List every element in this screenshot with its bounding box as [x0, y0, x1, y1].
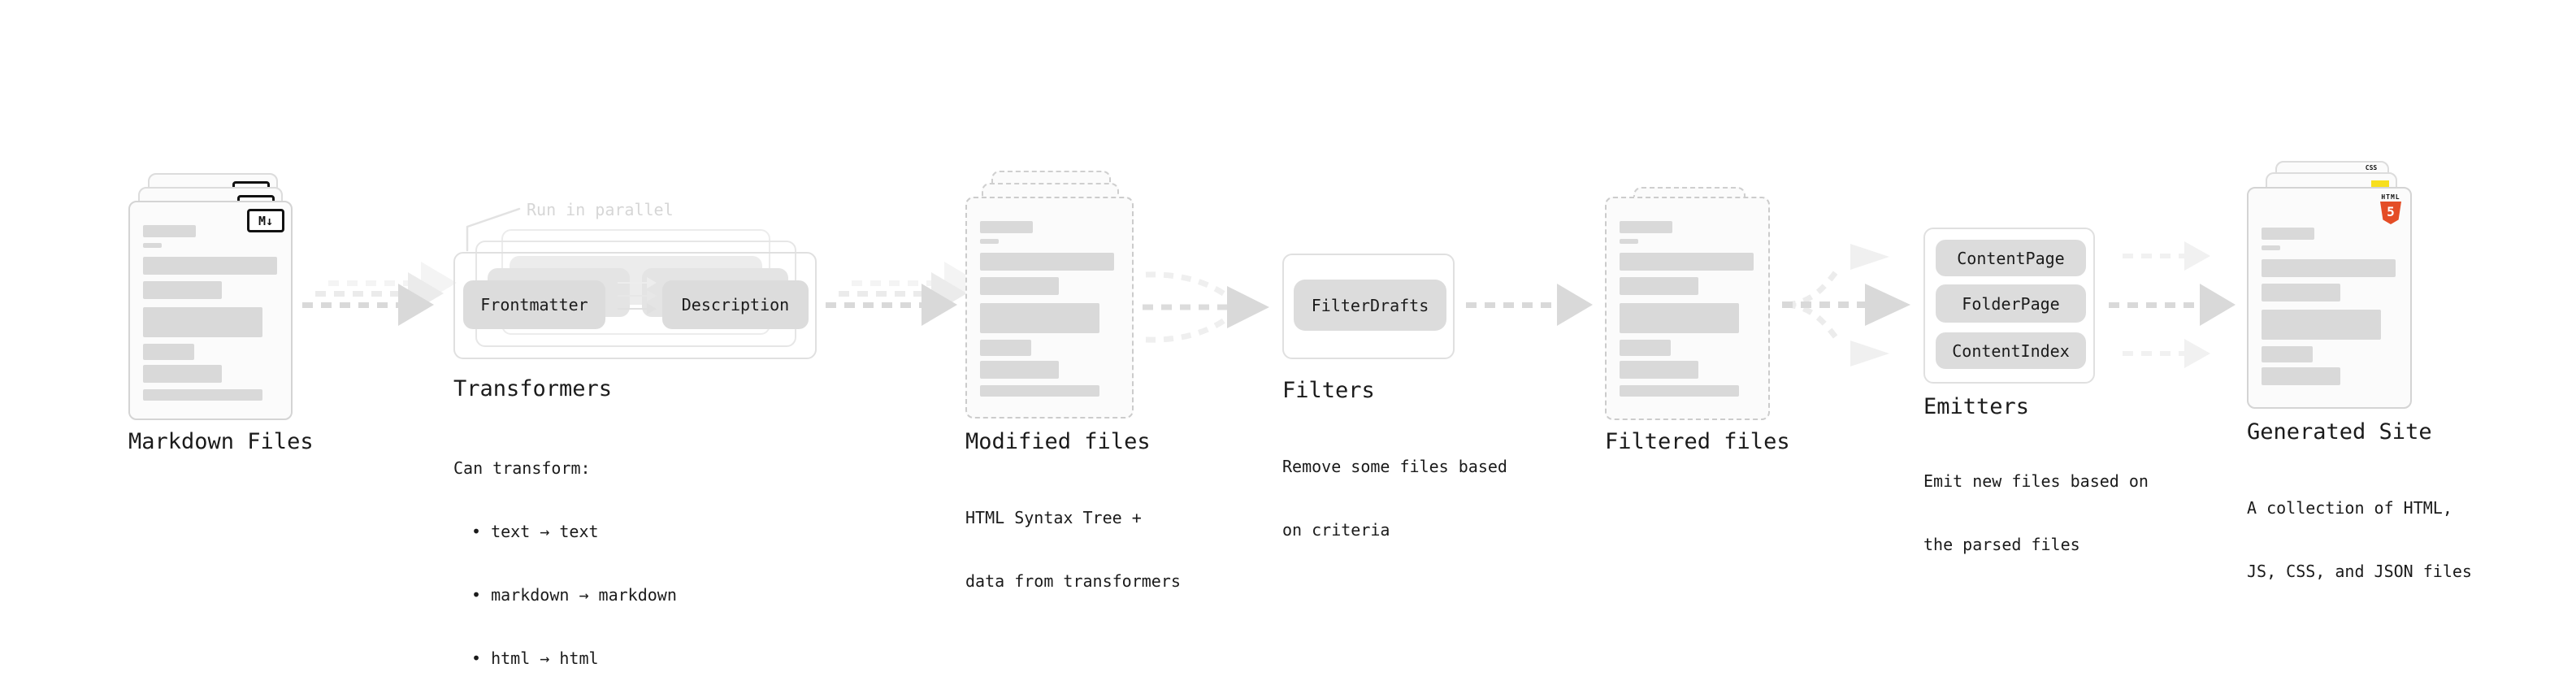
site-file-card-html: HTML 5 [2247, 187, 2412, 409]
transformers-bullet: • text → text [471, 522, 599, 541]
skeleton-text-lines [980, 221, 1114, 397]
generated-site-desc-line: JS, CSS, and JSON files [2247, 562, 2472, 581]
filters-desc-line: on criteria [1282, 520, 1390, 540]
parallel-flow-arrow [618, 303, 657, 314]
parallel-flow-arrow [618, 277, 657, 288]
emitter-node-contentpage: ContentPage [1936, 240, 2086, 276]
modified-files-desc-line: data from transformers [965, 571, 1181, 591]
transformers-bullet: • html → html [471, 648, 599, 668]
emitter-node-folderpage: FolderPage [1936, 284, 2086, 323]
arrow-markdown-to-transformers [302, 262, 457, 347]
emitters-label: Emitters [1923, 394, 2030, 419]
filters-desc-line: Remove some files based [1282, 457, 1507, 476]
parallel-flow-arrow [618, 290, 657, 301]
modified-files-label: Modified files [965, 429, 1151, 454]
arrow-transformers-to-modified [826, 262, 980, 347]
arrow-emitters-to-site-top [2123, 241, 2220, 271]
emitters-box: ContentPage FolderPage ContentIndex [1923, 228, 2095, 384]
filtered-files-label: Filtered files [1605, 429, 1790, 454]
markdown-file-card: M↓ [128, 201, 293, 420]
arrow-filtered-to-emitters [1782, 244, 1910, 367]
skeleton-text-lines [2262, 228, 2396, 385]
html5-icon: HTML 5 [2379, 193, 2402, 224]
skeleton-text-lines [143, 225, 277, 401]
filtered-file-card [1605, 197, 1770, 420]
filter-node-filterdrafts: FilterDrafts [1294, 280, 1446, 331]
modified-files-description: HTML Syntax Tree + data from transformer… [965, 465, 1181, 634]
transformers-bullet: • markdown → markdown [471, 585, 677, 605]
markdown-icon: M↓ [247, 209, 284, 232]
modified-file-card [965, 197, 1134, 419]
modified-files-desc-line: HTML Syntax Tree + [965, 508, 1142, 527]
transformer-node-frontmatter: Frontmatter [463, 280, 605, 329]
arrow-modified-to-filters [1143, 271, 1269, 343]
generated-site-desc-line: A collection of HTML, [2247, 498, 2452, 518]
filters-label: Filters [1282, 378, 1375, 403]
markdown-files-label: Markdown Files [128, 429, 314, 454]
arrow-emitters-to-site-middle [2109, 284, 2239, 326]
emitters-desc-line: Emit new files based on [1923, 471, 2149, 491]
arrow-emitters-to-site-bottom [2123, 339, 2220, 368]
transformers-description: Can transform: • text → text • markdown … [453, 415, 677, 681]
run-in-parallel-connector [466, 207, 521, 252]
filters-description: Remove some files based on criteria [1282, 414, 1507, 583]
emitters-description: Emit new files based on the parsed files [1923, 428, 2149, 597]
transformers-desc-title: Can transform: [453, 458, 591, 478]
emitters-desc-line: the parsed files [1923, 535, 2080, 554]
generated-site-label: Generated Site [2247, 419, 2432, 445]
filters-box: FilterDrafts [1282, 254, 1455, 359]
transformer-layer-front: Frontmatter Description [453, 252, 817, 359]
transformer-node-description: Description [662, 280, 809, 329]
js-icon [2371, 180, 2389, 188]
run-in-parallel-note: Run in parallel [527, 200, 674, 219]
emitter-node-contentindex: ContentIndex [1936, 332, 2086, 369]
skeleton-text-lines [1620, 221, 1754, 397]
arrow-filters-to-filtered [1466, 284, 1596, 326]
transformers-label: Transformers [453, 376, 613, 401]
generated-site-description: A collection of HTML, JS, CSS, and JSON … [2247, 455, 2472, 624]
